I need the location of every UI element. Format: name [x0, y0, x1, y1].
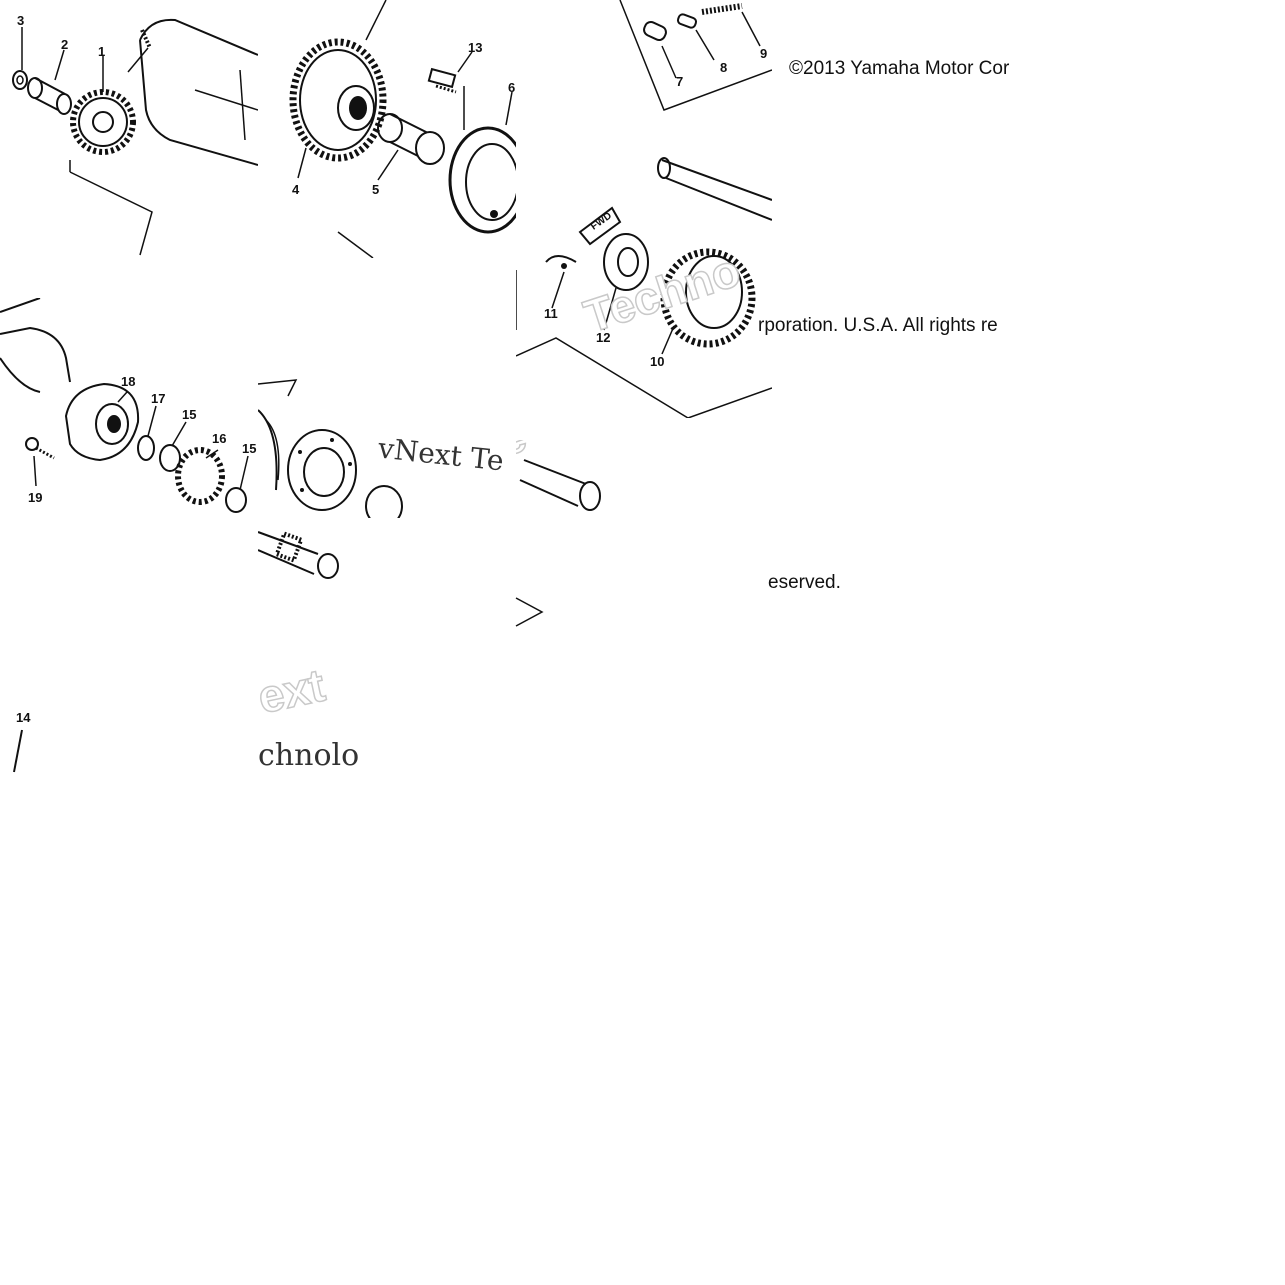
part-seal-17	[137, 435, 155, 461]
callout-14: 14	[16, 710, 31, 725]
part-starter-motor	[139, 18, 258, 166]
diagram-tile-cover: 18 17 15 16 15 19	[0, 298, 258, 514]
callout-12: 12	[596, 330, 611, 345]
part-disc	[365, 485, 403, 518]
part-gear-16	[175, 447, 225, 505]
part-crankshaft	[657, 157, 772, 221]
diagram-tile-shaft	[258, 518, 348, 580]
copyright-line-1: ©2013 Yamaha Motor Cor	[789, 58, 1010, 79]
part-kick-shaft	[258, 531, 339, 579]
copyright-line-2: rporation. U.S.A. All rights re	[758, 315, 998, 336]
callout-16: 16	[212, 431, 227, 446]
callout-3: 3	[17, 13, 25, 28]
diagram-tile-idler-gear: 13 4 5 6	[258, 0, 516, 258]
part-wheel-gear-10	[660, 248, 756, 348]
part-bolt-19	[25, 437, 55, 460]
diagram-tile-fragment-14: 14	[0, 706, 60, 774]
watermark-ext: ext	[253, 658, 330, 724]
callout-2: 2	[61, 37, 69, 52]
part-plunger-8	[676, 13, 698, 29]
callout-10: 10	[650, 354, 665, 369]
callout-7: 7	[676, 74, 684, 89]
part-spring-9	[701, 3, 743, 15]
diagram-tile-starter-gear: 3 2 1	[0, 0, 258, 258]
callout-19: 19	[28, 490, 43, 505]
part-washer-15b	[225, 487, 247, 513]
callout-5: 5	[372, 182, 380, 197]
callout-1: 1	[98, 44, 106, 59]
callout-13: 13	[468, 40, 483, 55]
callout-15-second: 15	[242, 441, 257, 456]
callout-9: 9	[760, 46, 768, 61]
watermark-chnolo: chnolo	[258, 738, 360, 773]
part-plate	[287, 429, 357, 511]
callout-6: 6	[508, 80, 516, 95]
part-washer-11	[545, 255, 577, 269]
callout-17: 17	[151, 391, 166, 406]
part-gear-1	[70, 89, 136, 155]
part-washer-15	[159, 444, 181, 472]
chevron-fragment	[515, 597, 544, 627]
part-collar-12	[603, 233, 649, 291]
diagram-tile-plates: vNext Te	[258, 340, 516, 518]
part-starter-housing	[0, 298, 71, 393]
part-cover-18	[64, 382, 140, 462]
callout-4: 4	[292, 182, 300, 197]
part-rotor-edge	[258, 409, 280, 491]
part-bolt-13	[427, 67, 457, 94]
part-idler-gear-4	[289, 38, 387, 162]
fwd-arrow-icon	[578, 206, 622, 246]
part-roller-7	[643, 20, 667, 42]
copyright-line-3: eserved.	[768, 572, 841, 593]
callout-8: 8	[720, 60, 728, 75]
callout-11: 11	[544, 306, 558, 321]
callout-18: 18	[121, 374, 136, 389]
part-bushing-2	[27, 77, 72, 115]
diagram-tile-shaft-end: vNe	[516, 440, 606, 522]
part-shaft-5	[377, 113, 445, 165]
diagram-tile-clutch-gear: FWD 7 8 9 11 12 10 Techno	[516, 0, 772, 418]
part-one-way-clutch-6	[448, 126, 516, 234]
callout-15: 15	[182, 407, 197, 422]
part-washer-3	[12, 70, 28, 90]
